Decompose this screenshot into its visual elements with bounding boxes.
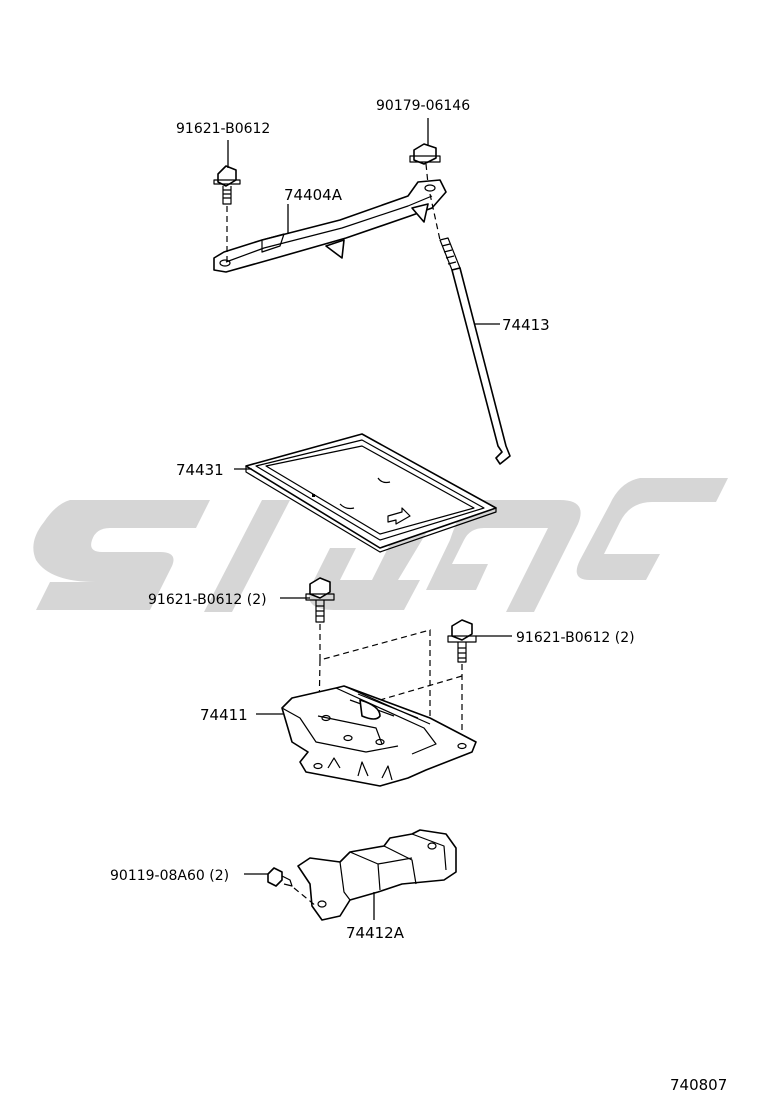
tray-74431	[245, 433, 497, 553]
label-bolt-low: 90119-08A60 (2)	[110, 868, 229, 884]
figure-number: 740807	[670, 1076, 727, 1094]
nut-90179-06146	[409, 143, 441, 165]
label-bolt-mid-left: 91621-B0612 (2)	[148, 592, 267, 608]
label-bolt-top: 91621-B0612	[176, 121, 270, 137]
bracket-74412a	[297, 829, 457, 921]
label-nut-top: 90179-06146	[376, 98, 470, 114]
bolt-91621-b0612-mid-left	[305, 577, 335, 623]
carrier-74411	[281, 685, 477, 787]
label-bolt-mid-right: 91621-B0612 (2)	[516, 630, 635, 646]
label-bracket: 74412A	[346, 924, 405, 942]
bolt-91621-b0612-mid-right	[447, 619, 477, 663]
label-rod: 74413	[502, 316, 550, 334]
label-tray: 74431	[176, 461, 224, 479]
bolt-90119-08a60	[267, 867, 293, 887]
bolt-91621-b0612-top	[213, 165, 241, 205]
label-clamp: 74404A	[284, 186, 343, 204]
leader-lines	[227, 118, 512, 920]
rod-74413	[439, 237, 511, 465]
label-carrier: 74411	[200, 706, 248, 724]
